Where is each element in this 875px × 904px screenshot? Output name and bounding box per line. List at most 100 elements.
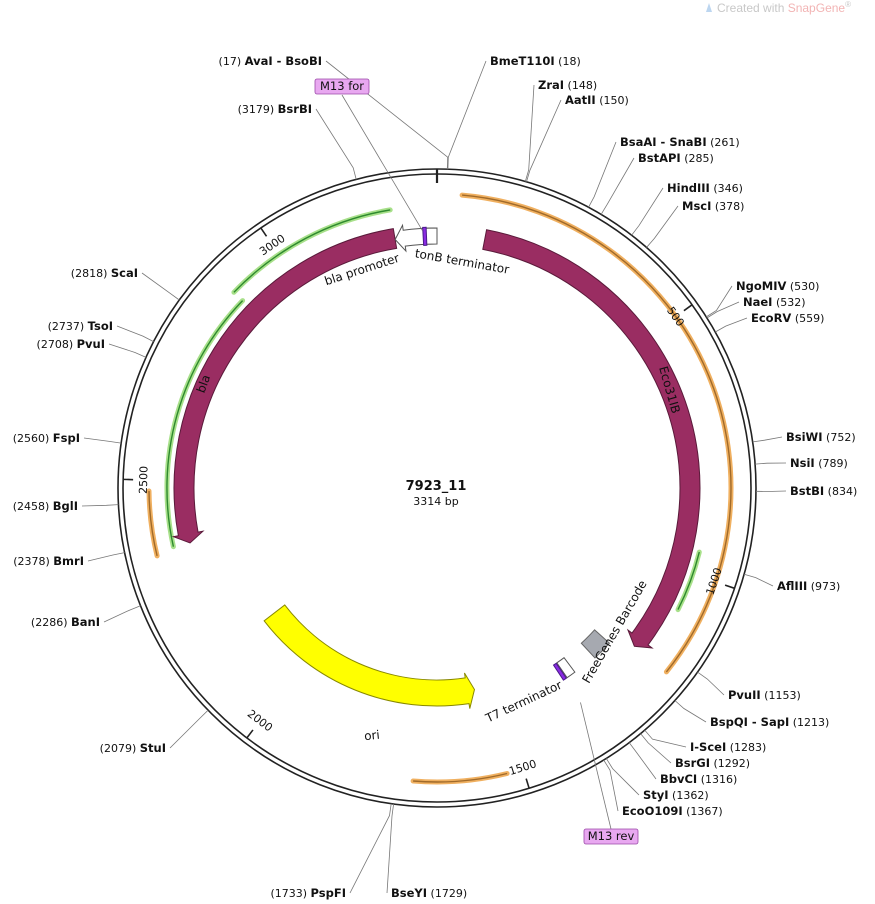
site-styi[interactable]: StyI (1362) (605, 758, 709, 802)
site-label: NsiI (789) (790, 456, 848, 470)
site-leader (743, 573, 774, 587)
site-name: BglI (53, 499, 78, 513)
site-pvuii[interactable]: PvuII (1153) (697, 671, 801, 702)
site-name: BsrGI (675, 756, 710, 770)
site-position: (2737) (48, 320, 88, 333)
site-leader (349, 803, 392, 894)
site-position: (2708) (37, 338, 77, 351)
site-position: (17) (219, 55, 245, 68)
site-ngomiv[interactable]: NgoMIV (530) (706, 279, 819, 318)
site-stui[interactable]: (2079) StuI (100, 709, 209, 755)
site-label: PvuII (1153) (728, 688, 801, 702)
site-bseyi[interactable]: BseYI (1729) (386, 803, 467, 900)
primer-label: M13 for (320, 79, 364, 93)
site-bsrbi[interactable]: (3179) BsrBI (238, 102, 357, 180)
site-leader (715, 317, 748, 333)
site-bstbi[interactable]: BstBI (834) (755, 484, 857, 498)
site-leader (644, 729, 687, 748)
site-name: BseYI (391, 886, 427, 900)
site-ecoo109i[interactable]: EcoO109I (1367) (603, 759, 723, 818)
site-leader (706, 301, 740, 319)
feature-bla[interactable] (171, 228, 398, 544)
site-bsaai[interactable]: BsaAI - SnaBI (261) (588, 135, 740, 208)
site-label: (2560) FspI (13, 431, 80, 445)
site-bmet110i[interactable]: BmeT110I (18) (447, 54, 581, 170)
site-position: (834) (824, 485, 857, 498)
site-aatii[interactable]: AatII (150) (526, 93, 629, 182)
site-position: (752) (823, 431, 856, 444)
site-label: (1733) PspFI (270, 886, 346, 900)
site-fspi[interactable]: (2560) FspI (13, 431, 122, 445)
feature-eco31ib[interactable] (482, 229, 701, 649)
primer-box (314, 78, 370, 95)
feature-m13for-marker[interactable] (422, 226, 428, 246)
site-name: MscI (682, 199, 711, 213)
site-label: BstBI (834) (790, 484, 857, 498)
site-leader (752, 436, 783, 443)
site-bsiwi[interactable]: BsiWI (752) (752, 430, 856, 444)
site-pvui[interactable]: (2708) PvuI (37, 337, 147, 358)
site-leader (603, 759, 619, 812)
site-name: ZraI (538, 78, 564, 92)
site-afliii[interactable]: AflIII (973) (743, 573, 840, 593)
site-ecorv[interactable]: EcoRV (559) (715, 311, 824, 333)
site-position: (1362) (669, 789, 709, 802)
site-bstapi[interactable]: BstAPI (285) (600, 151, 714, 215)
site-name: BbvCI (660, 772, 697, 786)
feature-ori[interactable] (263, 604, 476, 709)
site-label: BstAPI (285) (638, 151, 714, 165)
site-label: StyI (1362) (643, 788, 709, 802)
site-leader (755, 462, 787, 465)
site-position: (530) (786, 280, 819, 293)
primer-m13-for[interactable]: M13 for (314, 78, 423, 231)
site-nsii[interactable]: NsiI (789) (755, 456, 848, 470)
site-name: BanI (71, 615, 100, 629)
site-label: (17) AvaI - BsoBI (219, 54, 322, 68)
site-zrai[interactable]: ZraI (148) (524, 78, 597, 182)
site-label: (2378) BmrI (13, 554, 84, 568)
site-pspfi[interactable]: (1733) PspFI (270, 803, 392, 900)
site-leader (87, 552, 125, 562)
site-label: EcoO109I (1367) (622, 804, 723, 818)
primer-m13-rev[interactable]: M13 rev (580, 702, 639, 845)
restriction-sites: (17) AvaI - BsoBI BmeT110I (18) ZraI (148)… (13, 54, 858, 900)
site-name: BstBI (790, 484, 824, 498)
site-hindiii[interactable]: HindIII (346) (631, 181, 743, 236)
site-name: BspQI - SapI (710, 715, 789, 729)
feature-freegenes-barcode[interactable] (580, 629, 611, 659)
ruler-tick-label: 1000 (704, 566, 725, 597)
feature-m13rev-marker[interactable] (552, 662, 568, 681)
ruler-tick (260, 227, 268, 237)
feature-t7-terminator-box[interactable] (556, 656, 576, 679)
site-label: NaeI (532) (743, 295, 806, 309)
site-position: (2560) (13, 432, 53, 445)
site-bgli[interactable]: (2458) BglI (13, 499, 119, 513)
site-label: MscI (378) (682, 199, 744, 213)
site-leader (386, 803, 394, 894)
site-naei[interactable]: NaeI (532) (706, 295, 806, 319)
primer-box (583, 828, 639, 845)
site-tsoi[interactable]: (2737) TsoI (48, 319, 154, 342)
site-position: (559) (791, 312, 824, 325)
site-leader (640, 733, 672, 764)
site-scai[interactable]: (2818) ScaI (71, 266, 180, 301)
site-name: TsoI (88, 319, 113, 333)
site-avai[interactable]: (17) AvaI - BsoBI (219, 54, 449, 170)
site-label: (3179) BsrBI (238, 102, 312, 116)
site-bbvci[interactable]: BbvCI (1316) (628, 742, 737, 786)
site-bmri[interactable]: (2378) BmrI (13, 552, 125, 568)
green-track-top (233, 209, 391, 293)
site-label: BmeT110I (18) (490, 54, 581, 68)
site-position: (1367) (683, 805, 723, 818)
site-name: AatII (565, 93, 596, 107)
site-position: (2079) (100, 742, 140, 755)
site-msci[interactable]: MscI (378) (646, 199, 745, 248)
site-i-scei[interactable]: I-SceI (1283) (644, 729, 767, 754)
site-position: (1729) (427, 887, 467, 900)
site-bani[interactable]: (2286) BanI (31, 605, 141, 629)
site-bsrgi[interactable]: BsrGI (1292) (640, 733, 750, 770)
site-bspqi[interactable]: BspQI - SapI (1213) (674, 700, 829, 730)
feature-tracks (146, 192, 734, 785)
site-leader (605, 758, 640, 796)
